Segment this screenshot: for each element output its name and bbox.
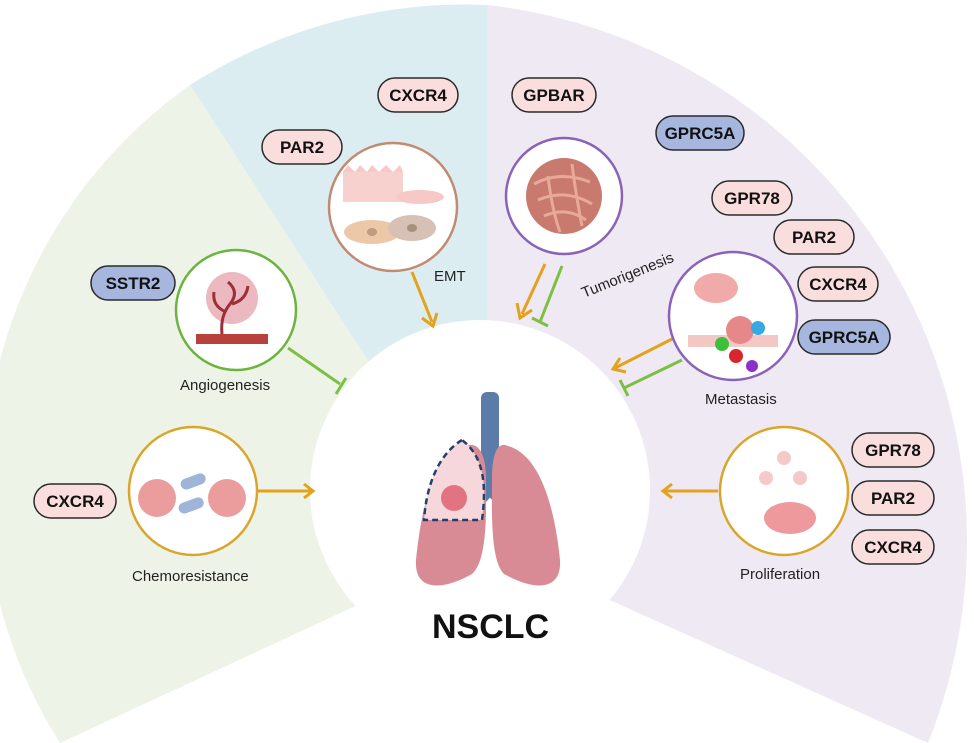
- metastasis-process: Metastasis: [667, 250, 799, 408]
- lungs-illustration: [415, 392, 561, 586]
- emt-pill-2-text: CXCR4: [389, 86, 447, 105]
- emt-process: EMT: [327, 141, 466, 285]
- purple-cell: [746, 360, 758, 372]
- tumor-pill-2-text: GPRC5A: [665, 124, 736, 143]
- chemo-arrowhead: [303, 482, 316, 500]
- cell-cluster-left: [138, 479, 176, 517]
- angio-inhibit-arrow: [287, 346, 341, 386]
- tumor-promote-arrow: [520, 263, 547, 315]
- tumor-pill-2: GPRC5A: [655, 115, 745, 151]
- meta-promote-arrow: [614, 335, 677, 370]
- cell-mass: [764, 502, 816, 534]
- proliferation-label: Proliferation: [740, 566, 820, 583]
- cell-cluster-right: [208, 479, 246, 517]
- emt-arrowhead: [421, 312, 439, 329]
- pill-capsule-1: [180, 473, 206, 490]
- vessel-tumor-illustration: [206, 272, 258, 324]
- blood-vessel-illustration: [196, 334, 268, 344]
- chemoresistance-process: Chemoresistance: [127, 425, 259, 585]
- cell-gen-1: [777, 451, 791, 465]
- tumor-texture: [533, 163, 593, 233]
- emt-cells-illustration: [343, 165, 444, 244]
- diagram-title: NSCLC: [432, 608, 549, 646]
- angio-pill-1: SSTR2: [90, 265, 176, 301]
- emt-label: EMT: [434, 268, 466, 285]
- angiogenesis-label: Angiogenesis: [180, 377, 270, 394]
- meta-pill-4: GPRC5A: [797, 319, 891, 355]
- meta-pill-2-text: PAR2: [792, 228, 836, 247]
- green-cell: [715, 337, 729, 351]
- metastasis-label: Metastasis: [705, 391, 777, 408]
- angiogenesis-process: Angiogenesis: [174, 248, 298, 394]
- chemoresistance-label: Chemoresistance: [132, 568, 249, 585]
- tumor-inhibit-arrow: [538, 265, 564, 323]
- prolif-pill-3: CXCR4: [851, 529, 935, 565]
- blue-cell: [751, 321, 765, 335]
- tumor-pill-1-text: GPBAR: [523, 86, 584, 105]
- prolif-pill-2: PAR2: [851, 480, 935, 516]
- prolif-pill-2-text: PAR2: [871, 489, 915, 508]
- tumor-arrowhead: [515, 302, 533, 321]
- angio-pill-1-text: SSTR2: [106, 274, 161, 293]
- prolif-pill-3-text: CXCR4: [864, 538, 922, 557]
- primary-tumor-illustration: [694, 273, 738, 303]
- meta-pill-2: PAR2: [773, 219, 855, 255]
- emt-ring: [327, 141, 459, 273]
- tumor-pill-1: GPBAR: [511, 77, 597, 113]
- proliferation-process: Proliferation: [718, 425, 850, 583]
- arrows: [258, 263, 718, 500]
- meta-pill-1: GPR78: [711, 180, 793, 216]
- meta-pill-3: CXCR4: [797, 266, 879, 302]
- cell-gen-2b: [793, 471, 807, 485]
- right-lung: [491, 444, 561, 586]
- tumor-outline: [422, 438, 486, 522]
- emt-pill-1-text: PAR2: [280, 138, 324, 157]
- angio-inhibit-bar: [334, 377, 348, 395]
- chemo-pill-1-text: CXCR4: [46, 492, 104, 511]
- meta-pill-1-text: GPR78: [724, 189, 780, 208]
- emt-pill-2: CXCR4: [377, 77, 459, 113]
- chemoresistance-ring: [127, 425, 259, 557]
- red-cell: [729, 349, 743, 363]
- prolif-pill-1: GPR78: [851, 432, 935, 468]
- prolif-arrowhead: [660, 482, 673, 500]
- tumor-inhibit-bar: [531, 316, 549, 328]
- capillary-illustration: [212, 280, 250, 335]
- prolif-pill-1-text: GPR78: [865, 441, 921, 460]
- pill-capsule-2: [178, 497, 204, 514]
- meta-inhibit-arrow: [623, 358, 683, 390]
- meta-arrowhead: [610, 357, 627, 374]
- meta-pill-3-text: CXCR4: [809, 275, 867, 294]
- chemo-pill-1: CXCR4: [33, 483, 117, 519]
- meta-inhibit-bar: [618, 379, 630, 397]
- cell-cluster-illustration: [726, 316, 754, 344]
- cell-gen-2a: [759, 471, 773, 485]
- meta-pill-4-text: GPRC5A: [809, 328, 880, 347]
- emt-promote-arrow: [410, 271, 434, 323]
- lung-tumor: [441, 485, 467, 511]
- proliferation-ring: [718, 425, 850, 557]
- emt-pill-1: PAR2: [261, 129, 343, 165]
